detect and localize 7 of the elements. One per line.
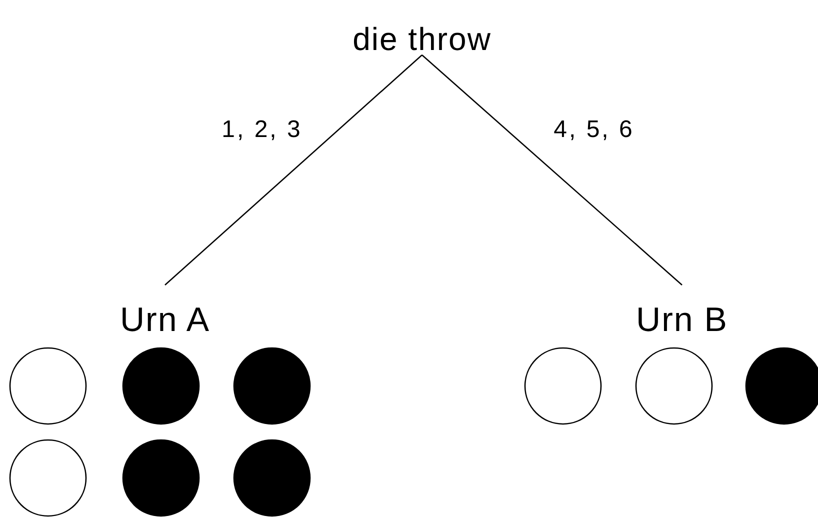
node-label: Urn B: [636, 303, 728, 337]
edge-label: 4, 5, 6: [554, 118, 634, 142]
connector-line: [164, 54, 422, 286]
node-label: die throw: [352, 23, 492, 55]
node-label: Urn A: [120, 303, 210, 337]
edge-label: 1, 2, 3: [222, 118, 302, 142]
connector-line: [422, 54, 682, 286]
